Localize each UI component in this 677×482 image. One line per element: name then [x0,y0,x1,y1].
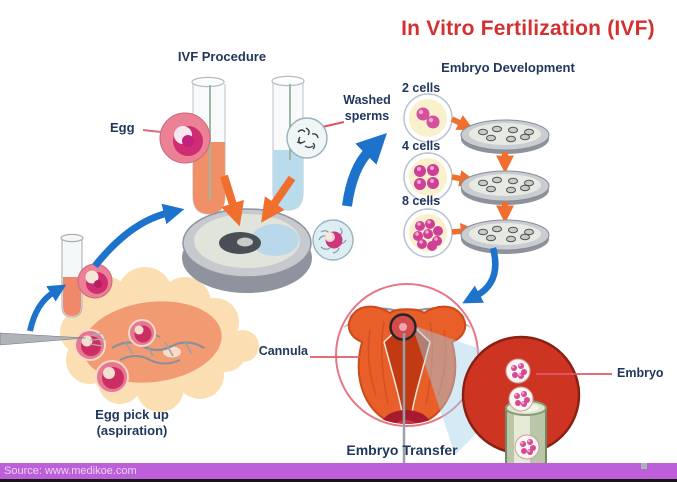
blue-arrow-dish-to-development [342,133,387,207]
petri-dish-icon [182,208,312,293]
uterus-circle-icon [310,283,479,427]
embryo-3-icon [514,434,540,460]
label-washed-sperms: Washed sperms [343,93,391,123]
orange-arrow-egg-to-dish [220,174,245,227]
zoomed-uterine-wall-icon [461,335,612,467]
egg-cell-icon [142,112,211,164]
label-embryo-transfer: Embryo Transfer [346,442,458,458]
blue-arrow-development-to-transfer [462,247,499,304]
culture-dish-1-icon [460,119,550,154]
orange-arrow-4cell-to-dish [451,170,476,187]
label-8-cells: 8 cells [402,194,441,208]
embryo-1-icon [505,358,531,384]
source-bar: Source: www.medikoe.com [0,463,677,482]
culture-dish-2-icon [460,170,550,205]
embryo-2-icon [508,386,534,412]
collection-tube-icon [60,233,84,318]
label-cannula: Cannula [258,344,308,358]
orange-arrow-sperm-to-dish [261,175,296,223]
washed-sperms-icon [286,117,345,159]
page-title: In Vitro Fertilization (IVF) [401,17,655,40]
label-egg-pickup: Egg pick up (aspiration) [95,407,169,439]
egg-test-tube-icon [191,76,226,215]
source-text: Source: www.medikoe.com [4,465,137,477]
ovary-illustration [60,267,259,412]
aspiration-needle-icon [0,332,107,347]
eight-cell-embryo-icon [403,208,453,258]
label-egg: Egg [110,120,135,135]
ovary-egg-icon [74,319,156,394]
culture-dish-3-icon [460,219,550,254]
implantation-site-icon [389,313,417,341]
label-2-cells: 2 cells [402,81,441,95]
blue-arrow-tube-to-dish [92,203,185,269]
blue-arrow-aspiration-to-tube [27,284,67,332]
label-4-cells: 4 cells [402,139,441,153]
section-ivf-procedure: IVF Procedure [177,49,267,64]
section-embryo-development: Embryo Development [441,60,575,75]
label-embryo: Embryo [617,366,664,380]
retrieved-egg-icon [77,263,113,299]
fertilized-egg-icon [312,219,354,261]
footer-notch [641,463,647,469]
two-cell-embryo-icon [403,93,453,143]
orange-arrow-2cell-to-dish [450,115,474,130]
